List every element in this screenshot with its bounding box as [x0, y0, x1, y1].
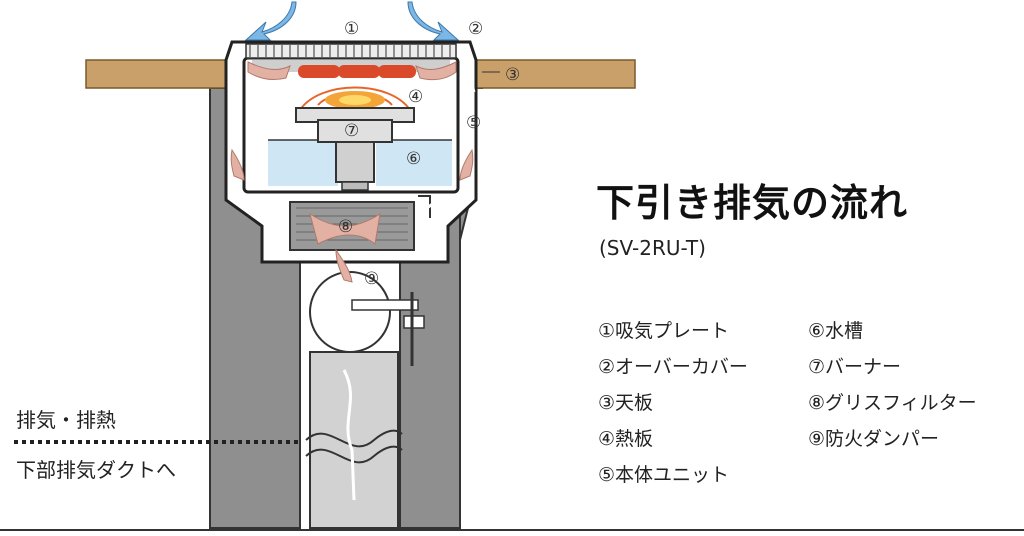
legend-item-4: ④熱板	[598, 428, 654, 450]
damper-bracket	[403, 315, 425, 329]
legend-item-1: ①吸気プレート	[598, 320, 730, 342]
callout-5: ⑤	[466, 113, 481, 133]
callout-3: ③	[505, 65, 520, 85]
duct-break-2	[305, 445, 403, 464]
intake-arrow-right	[407, 1, 460, 41]
side-pipe	[418, 195, 431, 218]
damper-shaft	[351, 299, 419, 311]
water-tank-right	[376, 140, 452, 186]
tabletop-left	[85, 59, 237, 89]
legend-item-6: ⑥水槽	[808, 320, 864, 342]
callout-4: ④	[408, 87, 423, 107]
legend-item-8: ⑧グリスフィルター	[808, 392, 977, 414]
intake-arrow-left	[244, 1, 297, 41]
white-flow-arrows	[228, 63, 476, 501]
callout-1: ①	[344, 19, 359, 39]
exhaust-label: 排気・排熱	[16, 408, 116, 432]
legend-item-3: ③天板	[598, 392, 654, 414]
heater-element-1	[298, 65, 340, 78]
water-tank-left	[268, 140, 338, 186]
intake-plate	[245, 43, 457, 59]
legend-item-2: ②オーバーカバー	[598, 356, 748, 378]
callout-2: ②	[468, 19, 483, 39]
diagram-title: 下引き排気の流れ	[596, 181, 909, 225]
legend-item-9: ⑨防火ダンパー	[808, 428, 940, 450]
callout-6: ⑥	[406, 149, 421, 169]
duct-break	[305, 429, 403, 448]
heater-element-2	[338, 65, 380, 78]
lower-duct	[309, 351, 399, 529]
flow-arrows	[230, 61, 474, 283]
callout-9: ⑨	[364, 269, 379, 289]
duct-label: 下部排気ダクトへ	[16, 458, 176, 482]
grille-lines	[249, 45, 451, 57]
callout-7: ⑦	[344, 121, 359, 141]
legend-item-5: ⑤本体ユニット	[598, 464, 730, 486]
tabletop-right	[474, 59, 636, 89]
burner-flame	[299, 86, 411, 111]
burner-body	[295, 107, 415, 191]
model-number: (SV-2RU-T)	[599, 236, 706, 260]
flow-arrow-filter	[309, 212, 381, 245]
legend-item-7: ⑦バーナー	[808, 356, 902, 378]
heater-element-3	[378, 65, 416, 78]
callout-8: ⑧	[338, 217, 353, 237]
